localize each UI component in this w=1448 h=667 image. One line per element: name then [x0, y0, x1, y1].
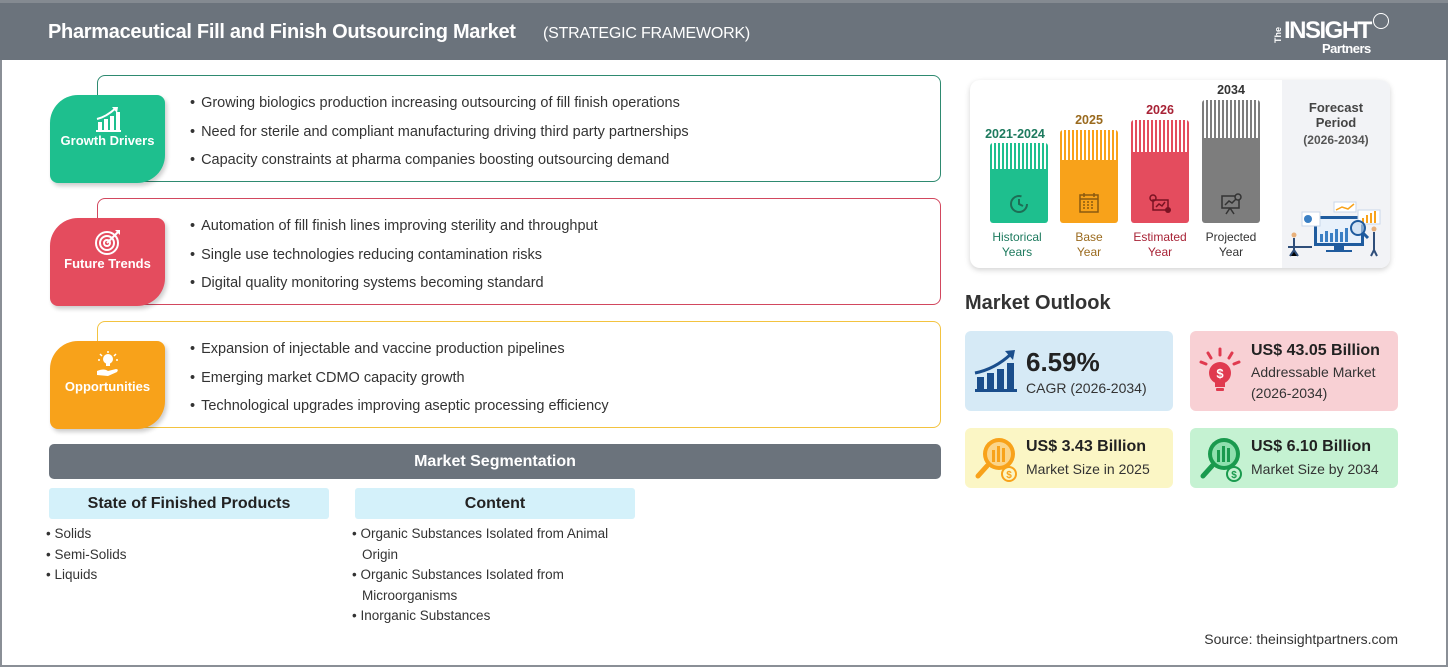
lightbulb-dollar-icon: $	[1199, 347, 1241, 391]
timeline-year-base: 2025	[1075, 113, 1103, 127]
opportunities-label: Opportunities	[64, 379, 151, 394]
addressable-market-card: $ US$ 43.05 Billion Addressable Market (…	[1190, 331, 1398, 411]
forecast-range: (2026-2034)	[1303, 133, 1369, 147]
timeline-label-historical: Historical Years	[992, 230, 1042, 259]
magnifier-chart-dollar-icon: $	[1200, 438, 1242, 482]
header-bar: Pharmaceutical Fill and Finish Outsourci…	[0, 0, 1448, 60]
logo-the: The	[1273, 26, 1283, 43]
growth-chart-icon	[96, 107, 121, 132]
timeline-bar-estimated	[1131, 120, 1189, 223]
list-item: Expansion of injectable and vaccine prod…	[190, 338, 609, 367]
growth-drivers-box: Growing biologics production increasing …	[97, 75, 941, 182]
logo-ring-icon	[1373, 13, 1389, 29]
opportunities-list: Expansion of injectable and vaccine prod…	[190, 338, 609, 424]
timeline-label-estimated: Estimated Year	[1133, 230, 1187, 259]
timeline-label-projected: Projected Year	[1205, 230, 1257, 259]
list-item: Digital quality monitoring systems becom…	[190, 272, 598, 301]
future-trends-list: Automation of fill finish lines improvin…	[190, 215, 598, 301]
svg-text:$: $	[1231, 470, 1237, 481]
market-size-2034-value: US$ 6.10 Billion	[1251, 438, 1372, 455]
calendar-icon	[1079, 193, 1099, 213]
market-size-2034-label: Market Size by 2034	[1251, 461, 1379, 477]
logo-partners: Partners	[1322, 41, 1371, 56]
market-size-2025-label: Market Size in 2025	[1026, 461, 1150, 477]
opportunities-box: Expansion of injectable and vaccine prod…	[97, 321, 941, 428]
market-size-2025-card: $ US$ 3.43 Billion Market Size in 2025	[965, 428, 1173, 488]
addressable-market-period: (2026-2034)	[1251, 385, 1328, 401]
timeline-bar-historical	[990, 143, 1048, 223]
list-item: Emerging market CDMO capacity growth	[190, 367, 609, 396]
svg-text:$: $	[1006, 470, 1012, 481]
timeline-year-projected: 2034	[1217, 83, 1245, 97]
segment-item: Solids	[46, 524, 329, 545]
history-clock-icon	[1010, 195, 1028, 213]
market-size-2025-value: US$ 3.43 Billion	[1026, 438, 1147, 455]
forecast-period-panel: Forecast Period (2026-2034)	[1282, 80, 1390, 268]
segment-item: Organic Substances Isolated from Microor…	[352, 565, 637, 606]
segment-heading: State of Finished Products	[49, 488, 329, 519]
timeline-year-historical: 2021-2024	[985, 127, 1045, 141]
market-size-2034-card: $ US$ 6.10 Billion Market Size by 2034	[1190, 428, 1398, 488]
segment-item: Semi-Solids	[46, 545, 329, 566]
presentation-board-icon	[1221, 193, 1242, 215]
future-trends-box: Automation of fill finish lines improvin…	[97, 198, 941, 305]
addressable-market-label: Addressable Market	[1251, 364, 1376, 380]
svg-text:$: $	[1216, 366, 1224, 381]
timeline-bar-base	[1060, 130, 1118, 223]
forecast-title: Forecast Period	[1308, 100, 1364, 130]
segment-content: Content Organic Substances Isolated from…	[355, 488, 637, 627]
segment-item: Inorganic Substances	[352, 606, 637, 627]
growth-drivers-label: Growth Drivers	[60, 133, 155, 148]
list-item: Need for sterile and compliant manufactu…	[190, 121, 689, 150]
cagr-card: 6.59% CAGR (2026-2034)	[965, 331, 1173, 411]
cagr-label: CAGR (2026-2034)	[1026, 380, 1147, 396]
segment-list: Solids Semi-Solids Liquids	[46, 524, 329, 586]
page-title: Pharmaceutical Fill and Finish Outsourci…	[48, 21, 516, 43]
segment-state-of-finished-products: State of Finished Products Solids Semi-S…	[49, 488, 329, 586]
lightbulb-hand-icon	[97, 351, 118, 376]
addressable-market-value: US$ 43.05 Billion	[1251, 342, 1380, 359]
page-subtitle: (STRATEGIC FRAMEWORK)	[543, 25, 751, 42]
list-item: Technological upgrades improving aseptic…	[190, 395, 609, 424]
timeline-bar-projected	[1202, 100, 1260, 223]
target-icon	[95, 230, 120, 255]
timeline-card: 2021-2024 Historical Years 2025 Base Yea…	[970, 80, 1390, 268]
logo-insight: INSIGHT	[1284, 17, 1372, 44]
growth-chart-icon	[974, 350, 1017, 392]
list-item: Capacity constraints at pharma companies…	[190, 149, 689, 178]
source-link[interactable]: Source: theinsightpartners.com	[1204, 631, 1398, 647]
market-segmentation-header: Market Segmentation	[49, 444, 941, 479]
future-trends-label: Future Trends	[64, 256, 151, 271]
segment-item: Organic Substances Isolated from Animal …	[352, 524, 637, 565]
future-trends-badge: Future Trends	[50, 218, 165, 306]
cagr-value: 6.59%	[1026, 347, 1100, 377]
growth-drivers-list: Growing biologics production increasing …	[190, 92, 689, 178]
timeline-year-estimated: 2026	[1146, 103, 1174, 117]
segment-item: Liquids	[46, 565, 329, 586]
segment-heading: Content	[355, 488, 635, 519]
growth-drivers-badge: Growth Drivers	[50, 95, 165, 183]
opportunities-badge: Opportunities	[50, 341, 165, 429]
list-item: Single use technologies reducing contami…	[190, 244, 598, 273]
list-item: Automation of fill finish lines improvin…	[190, 215, 598, 244]
segment-list: Organic Substances Isolated from Animal …	[352, 524, 637, 627]
magnifier-chart-dollar-icon: $	[975, 438, 1017, 482]
analytics-illustration-icon	[1288, 201, 1381, 257]
market-outlook-title: Market Outlook	[965, 292, 1111, 314]
list-item: Growing biologics production increasing …	[190, 92, 689, 121]
analytics-monitor-icon	[1149, 194, 1171, 213]
timeline-label-base: Base Year	[1075, 230, 1103, 259]
insight-partners-logo[interactable]: The INSIGHT Partners	[1270, 11, 1400, 57]
